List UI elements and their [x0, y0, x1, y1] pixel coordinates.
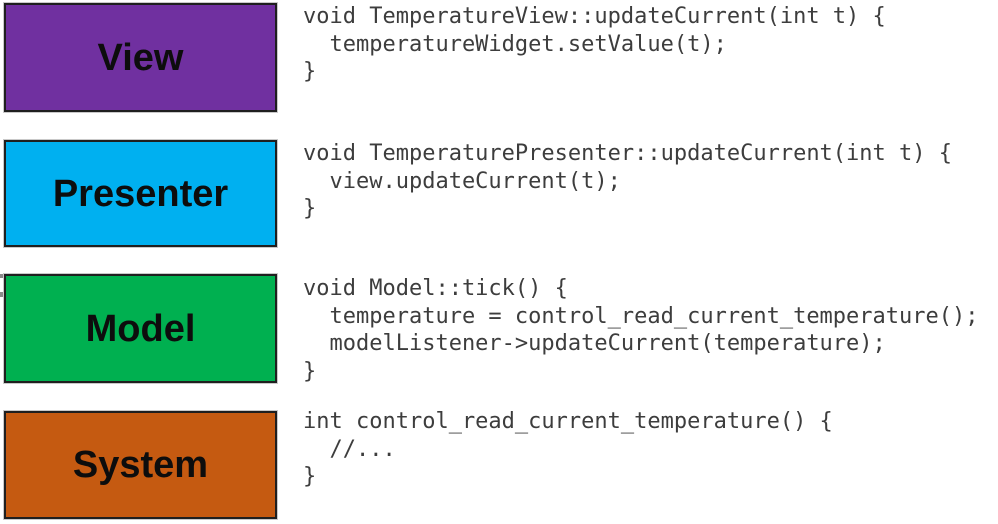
layer-label-view: View [97, 36, 184, 79]
layer-label-model: Model [85, 307, 196, 350]
code-snippet-system: int control_read_current_temperature() {… [303, 409, 833, 489]
code-snippet-presenter: void TemperaturePresenter::updateCurrent… [303, 141, 953, 221]
left-edge-cropped-fragment [0, 292, 3, 297]
layer-box-view: View [4, 3, 277, 112]
code-snippet-model: void Model::tick() { temperature = contr… [303, 276, 979, 384]
layer-box-model: Model [4, 274, 277, 383]
layer-box-system: System [4, 411, 277, 519]
code-snippet-view: void TemperatureView::updateCurrent(int … [303, 4, 886, 84]
left-edge-cropped-fragment [0, 274, 3, 278]
layer-label-presenter: Presenter [52, 172, 229, 215]
layer-label-system: System [72, 444, 209, 486]
layer-box-presenter: Presenter [4, 140, 277, 247]
